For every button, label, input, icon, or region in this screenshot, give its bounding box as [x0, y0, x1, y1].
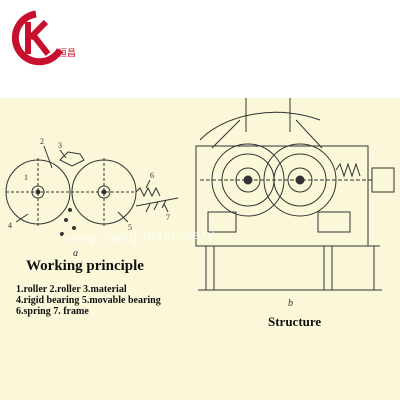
- legend-line: 6.spring 7. frame: [16, 306, 89, 317]
- diagram-panel: [0, 98, 400, 400]
- diagram-b-label: b: [288, 298, 293, 309]
- legend-line: 1.roller 2.roller 3.material: [16, 284, 127, 295]
- legend-line: 4.rigid bearing 5.movable bearing: [16, 295, 161, 306]
- logo-chinese-text: 恒昌: [58, 49, 77, 59]
- working-principle-title: Working principle: [26, 258, 144, 274]
- part-number-7: 7: [166, 213, 170, 222]
- part-number-2: 2: [40, 137, 44, 146]
- parts-legend: 1.roller 2.roller 3.material 4.rigid bea…: [16, 284, 161, 317]
- part-number-5: 5: [128, 223, 132, 232]
- structure-title: Structure: [268, 314, 322, 329]
- part-number-6: 6: [150, 171, 154, 180]
- kc-logo-icon: [11, 10, 64, 66]
- material: [59, 151, 85, 167]
- frame: [135, 197, 179, 207]
- feed-hopper: [211, 98, 323, 149]
- part-number-1: 1: [24, 173, 28, 182]
- part-number-4: 4: [8, 221, 12, 230]
- structure-spring: [335, 162, 361, 178]
- header: 恒昌: [0, 0, 400, 98]
- diagram-a-label: a: [73, 248, 78, 259]
- spring: [135, 186, 161, 198]
- part-number-3: 3: [58, 141, 62, 150]
